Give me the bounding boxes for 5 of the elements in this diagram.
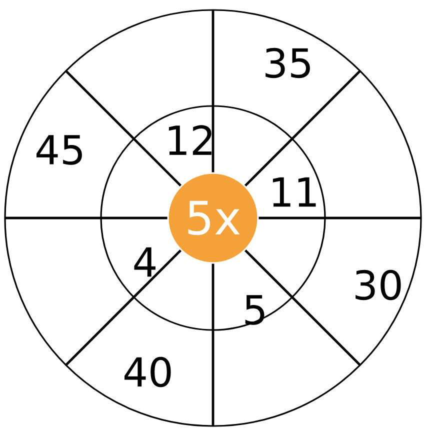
number-label: 40 [124,356,171,388]
number-label: 35 [266,48,310,78]
number-label: 45 [36,135,82,165]
number-label: 30 [356,270,401,300]
number-label: 4 [134,247,156,277]
